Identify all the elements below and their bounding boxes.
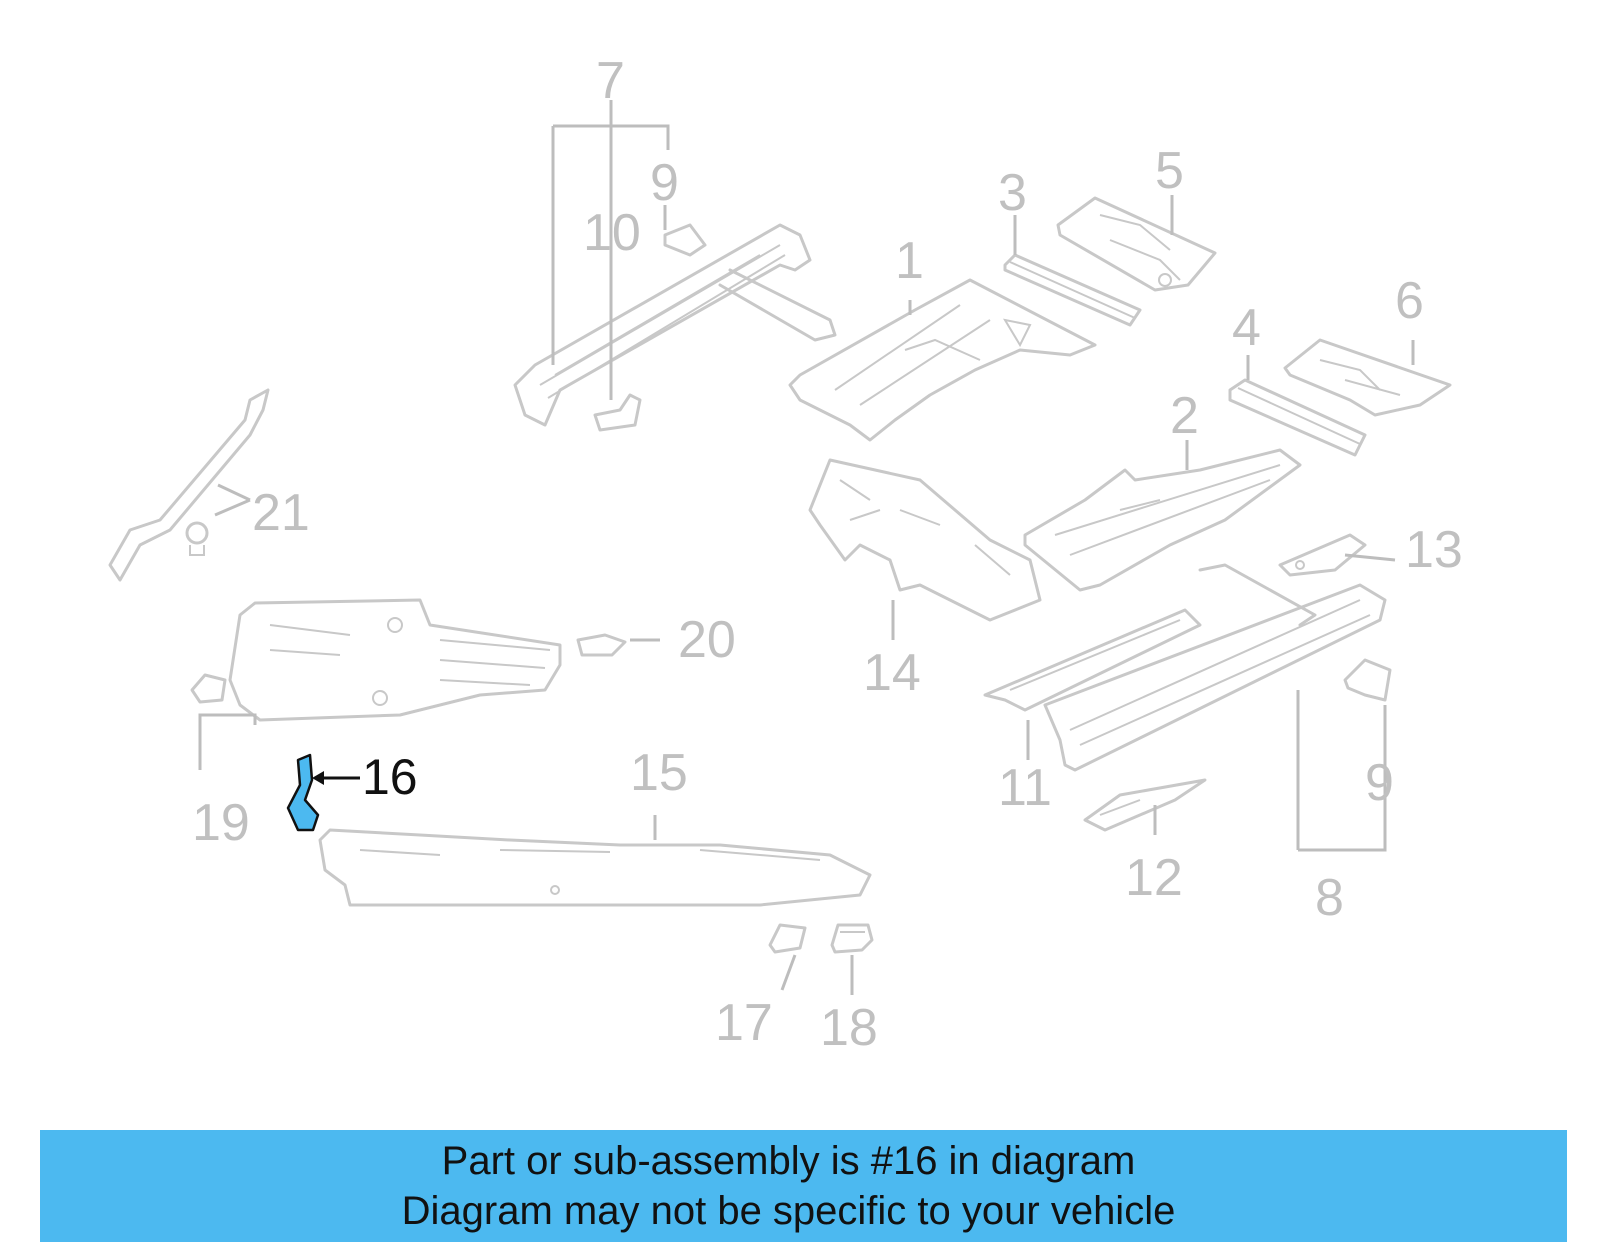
callout-17: 17 [715, 994, 773, 1052]
leader-lines [198, 100, 1415, 995]
part-16-bracket-highlighted [286, 753, 320, 832]
part-19-underbody-shield [190, 598, 562, 722]
callout-8: 8 [1315, 869, 1344, 927]
part-8-rear-rail [1043, 563, 1387, 772]
callout-labels: 7 9 10 1 3 5 4 6 2 13 14 20 21 11 12 9 8… [192, 52, 1463, 1057]
callout-9-right: 9 [1365, 754, 1394, 812]
callout-11: 11 [998, 759, 1052, 817]
part-2-center-floor [1023, 448, 1302, 592]
part-6-floor-panel [1283, 338, 1452, 417]
callout-6: 6 [1395, 272, 1424, 330]
callout-16-active: 16 [312, 749, 418, 805]
callout-20: 20 [678, 611, 736, 669]
part-11-side-member [983, 608, 1202, 712]
info-banner: Part or sub-assembly is #16 in diagram D… [40, 1130, 1567, 1242]
callout-13: 13 [1405, 521, 1463, 579]
callout-15: 15 [630, 744, 688, 802]
callout-12: 12 [1125, 849, 1183, 907]
part-9-bracket-right [1343, 658, 1392, 702]
callout-1: 1 [895, 232, 924, 290]
callout-7: 7 [596, 52, 625, 110]
callout-18: 18 [820, 999, 878, 1057]
parts-diagram: 7 9 10 1 3 5 4 6 2 13 14 20 21 11 12 9 8… [108, 52, 1463, 1057]
callout-2: 2 [1170, 387, 1199, 445]
banner-line-2: Diagram may not be specific to your vehi… [401, 1189, 1176, 1233]
callout-16: 16 [362, 749, 418, 805]
part-13-bracket [1278, 533, 1367, 577]
part-14-tunnel-bracket [808, 458, 1042, 622]
part-17-clip [768, 923, 807, 954]
callout-14: 14 [863, 644, 921, 702]
callout-10: 10 [583, 204, 641, 262]
part-12-bracket [1083, 778, 1207, 832]
part-4-crossmember [1228, 378, 1367, 457]
callout-5: 5 [1155, 142, 1184, 200]
banner-line-1: Part or sub-assembly is #16 in diagram [441, 1139, 1136, 1183]
callout-19: 19 [192, 794, 250, 852]
part-3-crossmember [1003, 253, 1142, 327]
part-7-front-rail [513, 223, 837, 432]
part-18-clip [830, 923, 874, 954]
callout-3: 3 [998, 164, 1027, 222]
callout-9: 9 [650, 154, 679, 212]
part-15-side-panel [318, 828, 872, 907]
part-21-rod [108, 388, 270, 582]
part-1-floor-pan [788, 278, 1097, 442]
callout-4: 4 [1232, 299, 1261, 357]
part-20-clip [576, 633, 627, 657]
part-5-floor-panel [1056, 196, 1217, 292]
callout-21: 21 [252, 484, 310, 542]
